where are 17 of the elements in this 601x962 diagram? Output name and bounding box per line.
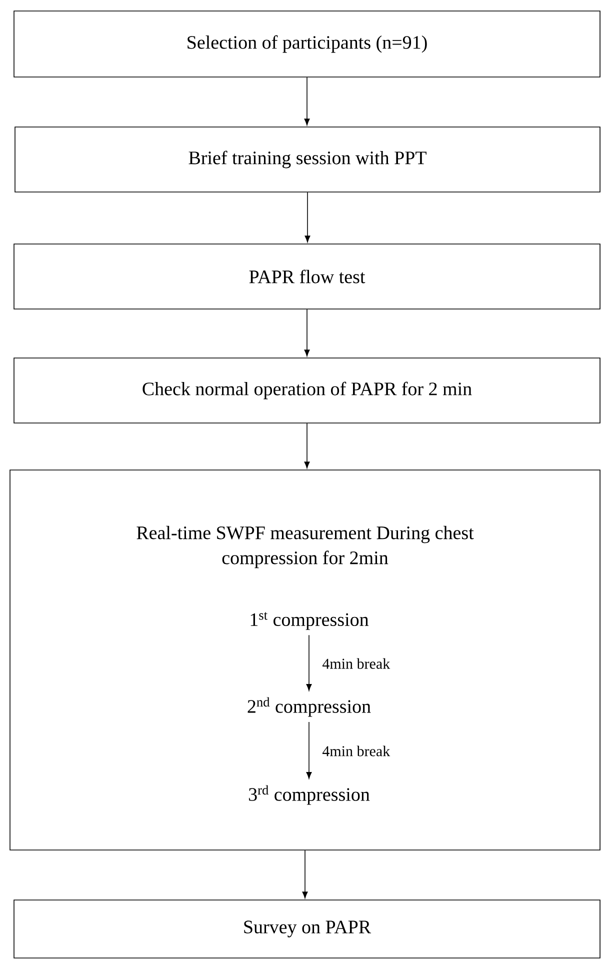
process-box: Survey on PAPR bbox=[14, 900, 600, 958]
arrow bbox=[304, 423, 310, 468]
process-box: Brief training session with PPT bbox=[14, 126, 600, 192]
step-text: 2$^{nd}$ compression bbox=[248, 697, 371, 717]
arrow bbox=[306, 634, 312, 691]
arrow bbox=[306, 722, 312, 779]
arrow bbox=[302, 850, 308, 898]
arrow bbox=[304, 77, 310, 126]
arrow bbox=[304, 192, 310, 242]
edge-label: 4min break bbox=[322, 658, 390, 669]
step-text: 3$^{rd}$ compression bbox=[248, 785, 370, 805]
arrow bbox=[304, 309, 310, 356]
process-box: PAPR flow test bbox=[14, 244, 600, 310]
edge-label: 4min break bbox=[322, 746, 390, 756]
step-text: 1$^{st}$ compression bbox=[250, 612, 369, 630]
process-box: Selection of participants (n=91) bbox=[14, 10, 600, 78]
process-box: Check normal operation of PAPR for 2 min bbox=[14, 358, 600, 424]
